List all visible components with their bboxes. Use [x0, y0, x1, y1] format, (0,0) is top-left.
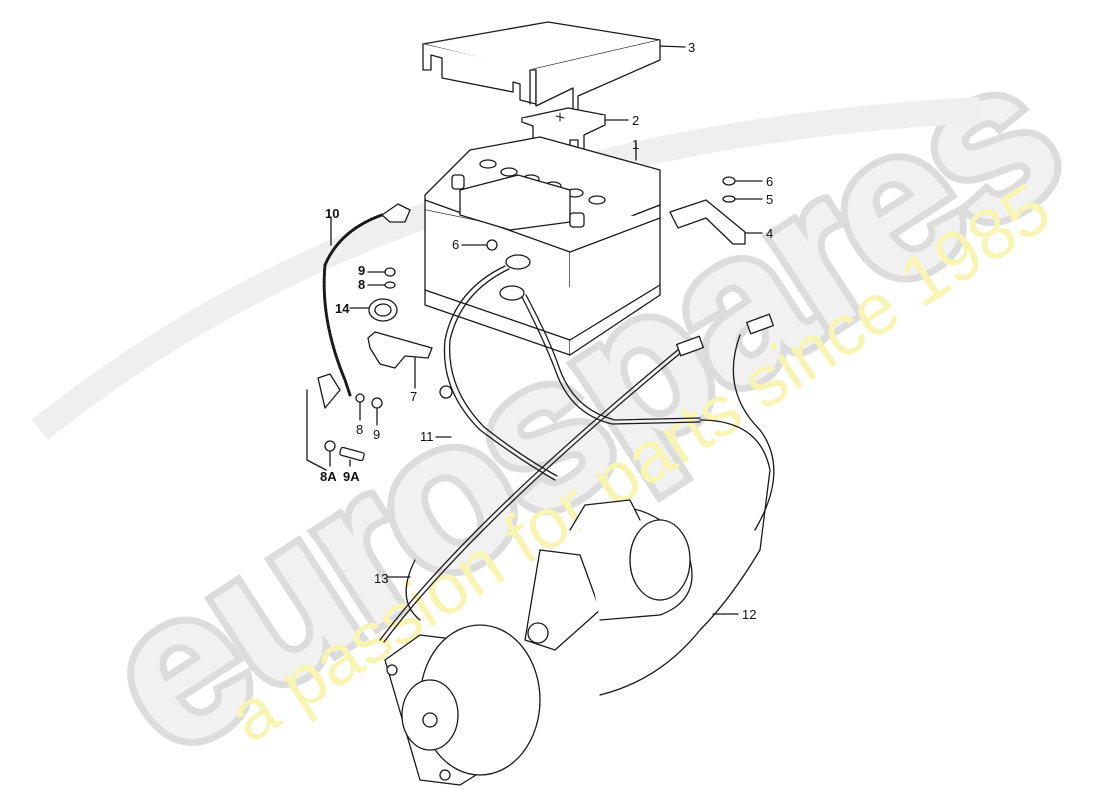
callout-10[interactable]: 10: [325, 206, 340, 221]
nut-washer-left[interactable]: [349, 267, 398, 322]
callout-4[interactable]: 4: [766, 226, 774, 241]
clamp-bracket[interactable]: [367, 331, 433, 389]
ground-strap[interactable]: [322, 203, 411, 397]
callout-3[interactable]: 3: [688, 40, 696, 55]
callout-9-lower[interactable]: 9: [373, 427, 381, 442]
callout-2[interactable]: 2: [632, 113, 640, 128]
callout-6-battery[interactable]: 6: [452, 237, 460, 252]
alternator[interactable]: [384, 624, 541, 786]
callout-1[interactable]: 1: [632, 137, 640, 152]
battery-terminals[interactable]: [499, 254, 531, 301]
nut-washer-right[interactable]: [722, 176, 763, 203]
battery-nut: [486, 239, 498, 251]
mounting-bracket[interactable]: [669, 199, 763, 245]
lower-hardware[interactable]: [306, 373, 383, 471]
battery-cover[interactable]: [422, 21, 686, 117]
harness-connectors[interactable]: [676, 313, 774, 357]
callout-9A[interactable]: 9A: [343, 469, 360, 484]
callout-7[interactable]: 7: [410, 389, 418, 404]
callout-5[interactable]: 5: [766, 192, 774, 207]
callout-8-upper[interactable]: 8: [358, 277, 366, 292]
callout-12[interactable]: 12: [742, 607, 757, 622]
callout-8A[interactable]: 8A: [320, 469, 337, 484]
battery[interactable]: [424, 136, 661, 356]
callout-11[interactable]: 11: [420, 429, 434, 444]
callout-14[interactable]: 14: [335, 301, 350, 316]
battery-cables[interactable]: [379, 265, 775, 696]
starter-motor[interactable]: [524, 499, 693, 651]
hold-down-bracket[interactable]: [521, 107, 629, 156]
callout-8-lower[interactable]: 8: [356, 422, 364, 437]
callout-9-upper[interactable]: 9: [358, 263, 366, 278]
callout-13[interactable]: 13: [374, 571, 389, 586]
callout-6-right[interactable]: 6: [766, 174, 774, 189]
